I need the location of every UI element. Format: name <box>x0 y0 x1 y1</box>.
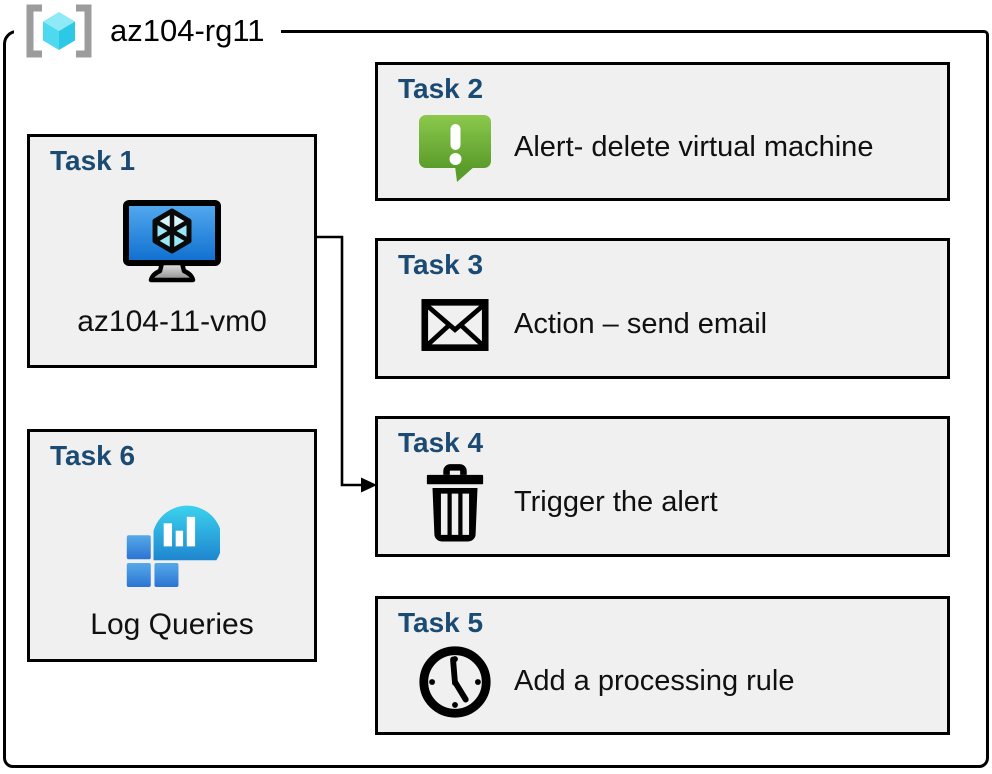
resource-group-frame <box>3 30 989 768</box>
task1-title: Task 1 <box>50 145 136 176</box>
trash-icon <box>426 463 484 541</box>
log-queries-icon <box>126 505 220 587</box>
task4-title: Task 4 <box>398 427 484 458</box>
alert-icon <box>419 114 491 182</box>
task6-title: Task 6 <box>50 440 136 471</box>
task2-row: Alert- delete virtual machine <box>412 103 939 192</box>
task1-box: Task 1 az104-11-vm0 <box>27 134 317 368</box>
task4-item-label: Trigger the alert <box>514 486 718 518</box>
task6-box: Task 6 Log Queries <box>27 429 317 662</box>
task4-box: Task 4 Trigger the alert <box>375 416 950 557</box>
resource-group-icon <box>26 4 92 58</box>
task1-item-label: az104-11-vm0 <box>77 305 267 338</box>
task6-item-label: Log Queries <box>90 608 254 641</box>
task5-item-label: Add a processing rule <box>514 665 795 697</box>
task3-title: Task 3 <box>398 249 484 280</box>
resource-group-header: az104-rg11 <box>14 0 281 62</box>
task2-item-label: Alert- delete virtual machine <box>514 131 874 163</box>
clock-icon <box>419 645 491 718</box>
task5-row: Add a processing rule <box>412 637 939 726</box>
virtual-machine-icon <box>123 200 221 283</box>
task5-box: Task 5 Add a processing rule <box>375 596 950 735</box>
task2-box: Task 2 Alert- delete virtual machine <box>375 62 950 201</box>
task3-box: Task 3 Action – send email <box>375 238 950 379</box>
task3-row: Action – send email <box>412 279 939 370</box>
task4-row: Trigger the alert <box>412 457 939 548</box>
task5-title: Task 5 <box>398 607 484 638</box>
task2-title: Task 2 <box>398 73 484 104</box>
resource-group-name: az104-rg11 <box>110 13 265 48</box>
task3-item-label: Action – send email <box>514 308 768 340</box>
email-icon <box>421 298 489 351</box>
